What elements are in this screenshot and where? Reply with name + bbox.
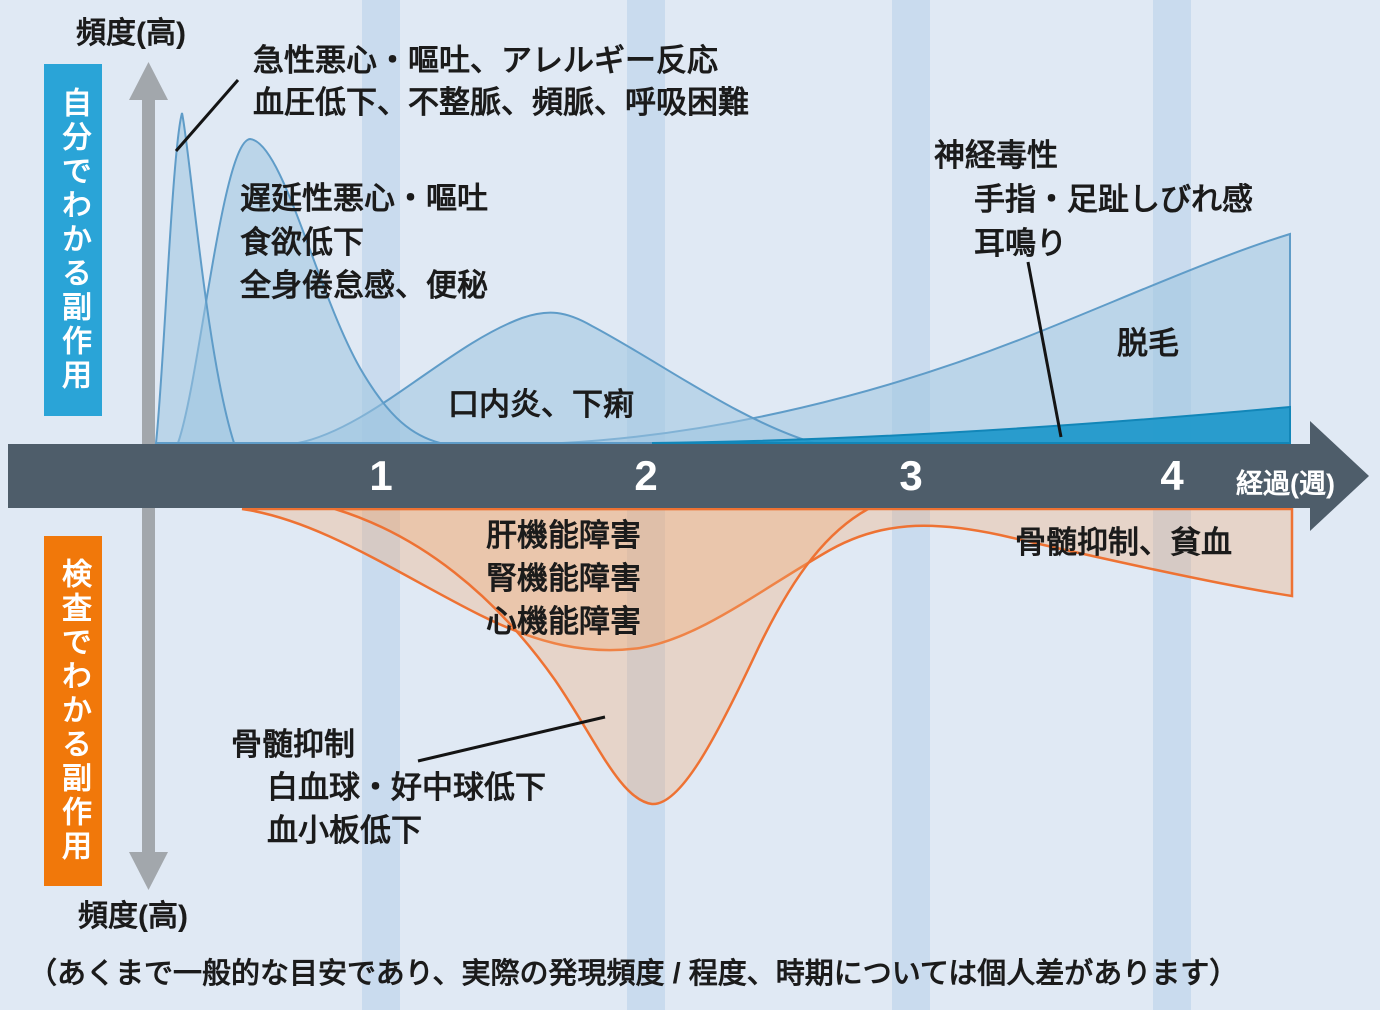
neurotoxicity-curve xyxy=(651,405,1291,444)
self-noticeable-label-box: 自分でわかる副作用 xyxy=(44,64,102,416)
frequency-label-bottom: 頻度(高) xyxy=(78,900,188,933)
acute-pointer-line xyxy=(174,79,240,152)
x-axis-label: 経過(週) xyxy=(1236,469,1335,499)
test-detectable-label-box: 検査でわかる副作用 xyxy=(44,536,102,886)
acute-nausea-curve xyxy=(154,112,236,444)
delayed-annotation-line2: 食欲低下 xyxy=(240,225,364,260)
marrow-annotation-line2: 白血球・好中球低下 xyxy=(267,770,546,805)
hair-loss-annotation: 脱毛 xyxy=(1117,326,1179,361)
bone-marrow-suppression-curve xyxy=(334,507,869,806)
stomatitis-diarrhea-annotation: 口内炎、下痢 xyxy=(448,387,634,422)
week-stripe-3 xyxy=(892,0,930,1010)
axis-tick-week-2: 2 xyxy=(634,452,658,499)
delayed-annotation-line3: 全身倦怠感、便秘 xyxy=(240,268,488,303)
organ-annotation-line1: 肝機能障害 xyxy=(486,518,641,553)
neurotoxicity-annotation-line1: 神経毒性 xyxy=(934,138,1058,173)
marrow-anemia-annotation: 骨髄抑制、貧血 xyxy=(1015,525,1232,560)
acute-annotation-line2: 血圧低下、不整脈、頻脈、呼吸困難 xyxy=(253,85,749,120)
week-stripe-4 xyxy=(1153,0,1191,1010)
delayed-annotation-line1: 遅延性悪心・嘔吐 xyxy=(240,181,488,216)
neurotoxicity-annotation-line2: 手指・足趾しびれ感 xyxy=(974,182,1253,217)
organ-annotation-line3: 心機能障害 xyxy=(486,604,641,639)
axis-tick-week-1: 1 xyxy=(369,452,393,499)
marrow-annotation-line3: 血小板低下 xyxy=(267,813,422,848)
axis-tick-week-3: 3 xyxy=(899,452,923,499)
marrow-annotation-line1: 骨髄抑制 xyxy=(231,727,355,762)
neurotoxicity-annotation-line3: 耳鳴り xyxy=(974,226,1067,261)
week-stripe-1 xyxy=(362,0,400,1010)
footer-disclaimer: （あくまで一般的な目安であり、実際の発現頻度 / 程度、時期については個人差があ… xyxy=(28,958,1239,990)
organ-annotation-line2: 腎機能障害 xyxy=(486,561,641,596)
week-stripe-2 xyxy=(627,0,665,1010)
frequency-label-top: 頻度(高) xyxy=(76,17,186,50)
frequency-axis-arrow xyxy=(129,62,168,890)
marrow-pointer-line xyxy=(417,715,606,763)
neurotoxicity-pointer-line xyxy=(1026,261,1063,438)
acute-annotation-line1: 急性悪心・嘔吐、アレルギー反応 xyxy=(253,43,718,78)
